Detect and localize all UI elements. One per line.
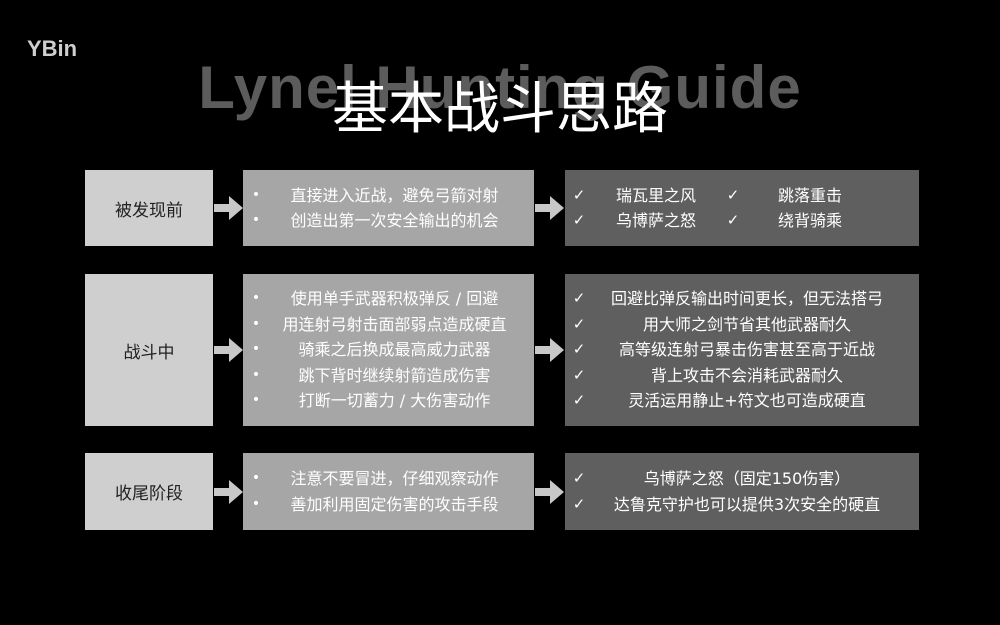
tactics-box-before-detection: • 直接进入近战，避免弓箭对射 • 创造出第一次安全输出的机会	[243, 170, 534, 246]
tactic-text: 骑乘之后换成最高威力武器	[298, 340, 491, 360]
tip-text: 回避比弹反输出时间更长，但无法搭弓	[610, 289, 883, 309]
list-item: ✓ 背上攻击不会消耗武器耐久	[571, 363, 907, 389]
tactics-box-finishing: • 注意不要冒进，仔细观察动作 • 善加利用固定伤害的攻击手段	[243, 453, 534, 530]
phase-box-before-detection: 被发现前	[85, 170, 213, 246]
tip-grid: ✓ 瑞瓦里之风 ✓ 跳落重击 ✓ 乌博萨之怒 ✓ 绕背骑乘	[571, 183, 879, 234]
tips-box-finishing: ✓ 乌博萨之怒（固定150伤害） ✓ 达鲁克守护也可以提供3次安全的硬直	[565, 453, 919, 530]
check-icon: ✓	[572, 494, 586, 513]
list-item: • 骑乘之后换成最高威力武器	[249, 337, 526, 363]
tactic-text: 直接进入近战，避免弓箭对射	[290, 185, 499, 205]
bullet-icon: •	[251, 212, 261, 228]
bullet-icon: •	[251, 186, 261, 203]
list-item: • 注意不要冒进，仔细观察动作	[249, 466, 526, 492]
tactic-text: 创造出第一次安全输出的机会	[290, 211, 499, 230]
tactic-text: 使用单手武器积极弹反 / 回避	[290, 289, 499, 309]
list-item: ✓ 乌博萨之怒（固定150伤害）	[571, 466, 907, 492]
tactic-text: 用连射弓射击面部弱点造成硬直	[282, 314, 507, 334]
phase-box-finishing: 收尾阶段	[85, 453, 213, 530]
arrow-icon	[214, 196, 244, 220]
list-item: • 使用单手武器积极弹反 / 回避	[249, 286, 526, 312]
arrow-icon	[214, 480, 244, 504]
list-item: ✓ 高等级连射弓暴击伤害甚至高于近战	[571, 337, 907, 363]
tip-text: 灵活运用静止+符文也可造成硬直	[628, 391, 866, 411]
tip-text: 用大师之剑节省其他武器耐久	[642, 314, 851, 334]
tip-text: 高等级连射弓暴击伤害甚至高于近战	[618, 340, 875, 360]
tips-box-in-combat: ✓ 回避比弹反输出时间更长，但无法搭弓 ✓ 用大师之剑节省其他武器耐久 ✓ 高等级连射…	[565, 274, 919, 426]
list-item: • 善加利用固定伤害的攻击手段	[249, 492, 526, 518]
phase-box-in-combat: 战斗中	[85, 274, 213, 426]
bullet-icon: •	[251, 366, 261, 383]
tip-text: 背上攻击不会消耗武器耐久	[650, 365, 843, 385]
list-item: ✓ 回避比弹反输出时间更长，但无法搭弓	[571, 286, 907, 312]
background-title: Lynel Hunting Guide	[198, 54, 802, 121]
list-item: • 创造出第一次安全输出的机会	[249, 208, 526, 234]
tip-text: 绕背骑乘	[777, 211, 842, 230]
bullet-icon: •	[251, 392, 261, 409]
list-item: • 直接进入近战，避免弓箭对射	[249, 183, 526, 209]
phase-label: 收尾阶段	[115, 484, 183, 504]
bullet-icon: •	[251, 470, 261, 486]
arrow-icon	[535, 480, 565, 504]
check-icon: ✓	[572, 185, 586, 204]
check-icon: ✓	[726, 211, 740, 229]
tip-text: 乌博萨之怒	[615, 211, 696, 230]
bullet-icon: •	[251, 290, 261, 307]
check-icon: ✓	[572, 314, 586, 333]
check-icon: ✓	[572, 469, 586, 487]
tip-text: 瑞瓦里之风	[615, 185, 696, 205]
check-icon: ✓	[572, 289, 586, 308]
phase-label: 战斗中	[123, 342, 175, 363]
arrow-icon	[214, 338, 244, 362]
check-icon: ✓	[726, 185, 740, 204]
bullet-icon: •	[251, 495, 261, 512]
list-item: • 打断一切蓄力 / 大伤害动作	[249, 388, 526, 414]
tips-box-before-detection: ✓ 瑞瓦里之风 ✓ 跳落重击 ✓ 乌博萨之怒 ✓ 绕背骑乘	[565, 170, 919, 246]
watermark: YBin	[27, 36, 78, 61]
tactic-text: 注意不要冒进，仔细观察动作	[290, 469, 499, 488]
tip-text: 乌博萨之怒（固定150伤害）	[643, 469, 851, 488]
tip-text: 达鲁克守护也可以提供3次安全的硬直	[613, 494, 881, 514]
arrow-icon	[535, 338, 565, 362]
check-icon: ✓	[572, 340, 586, 359]
check-icon: ✓	[572, 365, 586, 384]
list-item: • 跳下背时继续射箭造成伤害	[249, 363, 526, 389]
list-item: • 用连射弓射击面部弱点造成硬直	[249, 312, 526, 338]
page-title: 基本战斗思路	[332, 77, 668, 142]
tactics-box-in-combat: • 使用单手武器积极弹反 / 回避 • 用连射弓射击面部弱点造成硬直 • 骑乘之后换成…	[243, 274, 534, 426]
bullet-icon: •	[251, 341, 261, 358]
list-item: ✓ 用大师之剑节省其他武器耐久	[571, 312, 907, 338]
tip-text: 跳落重击	[777, 185, 842, 205]
check-icon: ✓	[572, 211, 586, 229]
list-item: ✓ 达鲁克守护也可以提供3次安全的硬直	[571, 492, 907, 518]
tactic-text: 跳下背时继续射箭造成伤害	[298, 365, 491, 385]
phase-label: 被发现前	[115, 200, 183, 221]
bullet-icon: •	[251, 315, 261, 332]
tactic-text: 善加利用固定伤害的攻击手段	[290, 494, 499, 514]
list-item: ✓ 灵活运用静止+符文也可造成硬直	[571, 388, 907, 414]
arrow-icon	[535, 196, 565, 220]
check-icon: ✓	[572, 391, 586, 410]
tactic-text: 打断一切蓄力 / 大伤害动作	[298, 391, 491, 411]
